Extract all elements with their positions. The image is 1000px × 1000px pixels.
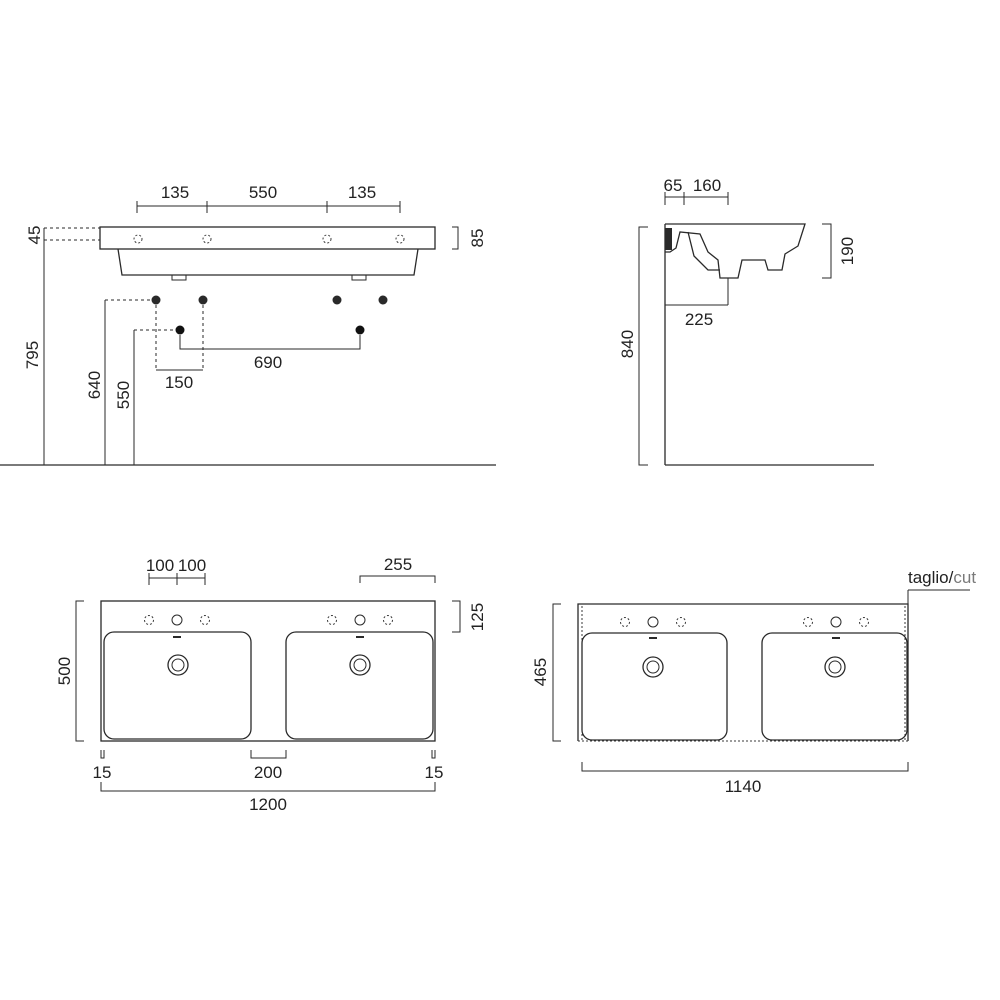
basin-bowl-right	[285, 631, 434, 740]
dim-550: 550	[249, 183, 277, 202]
top-dimension-chain	[136, 201, 401, 213]
cut-bowl-left	[581, 632, 728, 741]
dim-160: 160	[693, 176, 721, 195]
dim-1140: 1140	[725, 777, 762, 796]
dim-465: 465	[531, 658, 550, 686]
dim-100-b: 100	[178, 556, 206, 575]
drain-stub-left	[171, 274, 187, 281]
basin-lower-body	[117, 248, 419, 276]
dim-225: 225	[685, 310, 713, 329]
cut-plan-outline	[577, 603, 909, 741]
dim-690-bracket	[179, 335, 361, 350]
drain-stub-right	[351, 274, 367, 281]
dim-200-bracket	[250, 750, 287, 759]
dim-840-bracket	[638, 226, 648, 466]
dim-85-bracket	[452, 226, 459, 250]
dim-500-bracket	[75, 600, 84, 742]
front-elevation: 135 550 135 45 85 795 640 550	[0, 183, 496, 466]
dim-255-bracket	[359, 575, 436, 583]
supply-connectors	[151, 295, 388, 305]
dim-150: 150	[165, 373, 193, 392]
dim-15-right-bracket	[431, 750, 436, 759]
wall-bracket	[665, 228, 672, 250]
dim-795: 795	[23, 341, 42, 369]
dim-190: 190	[838, 237, 857, 265]
dim-465-bracket	[552, 603, 561, 742]
dim-690: 690	[254, 353, 282, 372]
cut-tap-holes	[620, 616, 869, 628]
dim-15-left: 15	[93, 763, 112, 782]
tap-hole-markers	[133, 234, 405, 244]
dim-100-a: 100	[146, 556, 174, 575]
cut-plan: taglio/cut 465 1140	[531, 568, 976, 796]
dim-200: 200	[254, 763, 282, 782]
cut-label: taglio/cut	[908, 568, 976, 587]
dim-135-left: 135	[161, 183, 189, 202]
dim-190-bracket	[822, 223, 832, 279]
dim-135-right: 135	[348, 183, 376, 202]
cut-drain-holes	[642, 656, 846, 678]
drain-holes-plan	[167, 654, 371, 676]
dim-85: 85	[468, 229, 487, 248]
dim-1200: 1200	[249, 795, 287, 814]
top-plan: 100 100 255 125 500 15 200 15 1200	[55, 555, 487, 814]
dim-550-height: 550	[114, 381, 133, 409]
dim-65: 65	[664, 176, 683, 195]
drain-connectors	[175, 325, 365, 335]
basin-inner-wall	[687, 231, 720, 271]
top-plan-outline	[100, 600, 436, 742]
basin-section-profile	[665, 223, 806, 279]
side-section: 65 160 190 225 840	[618, 176, 874, 466]
dim-840: 840	[618, 330, 637, 358]
cut-bowl-right	[761, 632, 908, 741]
dim-255: 255	[384, 555, 412, 574]
dim-1140-bracket	[581, 762, 909, 772]
dim-125: 125	[468, 603, 487, 631]
dim-125-bracket	[452, 600, 461, 633]
dim-500: 500	[55, 657, 74, 685]
dim-15-right: 15	[425, 763, 444, 782]
dim-1200-bracket	[100, 782, 436, 792]
dim-45: 45	[25, 226, 44, 245]
dim-640: 640	[85, 371, 104, 399]
basin-top-slab	[99, 226, 436, 250]
basin-bowl-left	[103, 631, 252, 740]
tap-holes-plan	[144, 614, 393, 626]
dim-15-left-bracket	[100, 750, 105, 759]
